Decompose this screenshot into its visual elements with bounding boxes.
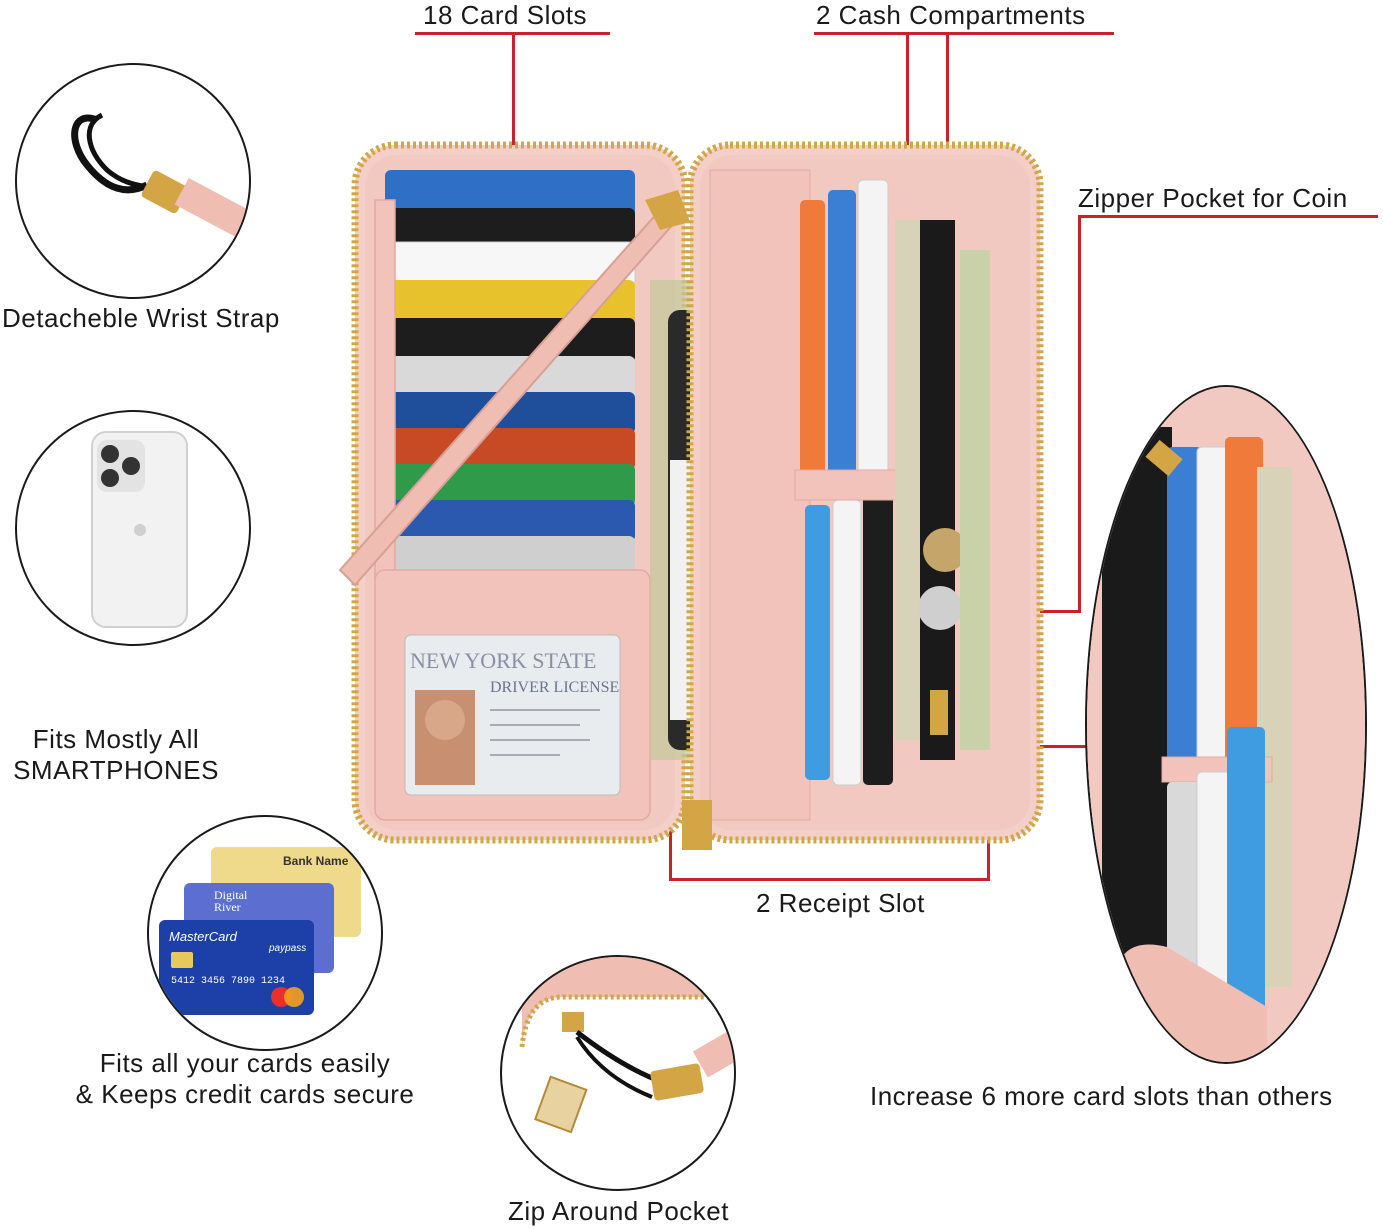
smartphone-illustration — [91, 431, 188, 628]
license-state-text: NEW YORK STATE — [410, 648, 596, 673]
card-stack-right — [800, 179, 893, 786]
card-number-text: 5412 3456 7890 1234 — [171, 976, 285, 987]
license-title-text: DRIVER LICENSE — [490, 679, 619, 696]
cards-circle: Bank Name Digital River MasterCard paypa… — [147, 815, 383, 1051]
cards-line-2: & Keeps credit cards secure — [75, 1079, 415, 1109]
cash-compartments-callout: 2 Cash Compartments — [816, 0, 1086, 30]
credit-cards-illustration: Bank Name Digital River MasterCard paypa… — [159, 847, 361, 1015]
zipper-leader-vertical — [1078, 215, 1081, 613]
cards-label: Fits all your cards easily & Keeps credi… — [40, 1048, 450, 1110]
zip-pocket-circle — [500, 955, 736, 1191]
smartphones-line-1: Fits Mostly All — [32, 724, 200, 754]
wrist-strap-label: Detacheble Wrist Strap — [2, 303, 280, 333]
zipper-pocket-underline — [1078, 215, 1378, 218]
card-slots-zoom-oval — [1085, 385, 1367, 1064]
wrist-strap-illustration — [71, 112, 249, 243]
paypass-text: paypass — [268, 943, 306, 954]
zip-pocket-illustration — [519, 957, 734, 1134]
smartphones-line-2: SMARTPHONES — [13, 755, 219, 785]
cards-line-1: Fits all your cards easily — [99, 1048, 391, 1078]
zip-pocket-label: Zip Around Pocket — [508, 1196, 729, 1226]
receipt-leader-bottom — [669, 878, 990, 881]
extra-slots-label: Increase 6 more card slots than others — [870, 1081, 1333, 1111]
mastercard-text: MasterCard — [169, 929, 238, 944]
bank-name-text: Bank Name — [283, 854, 349, 868]
wrist-strap-circle — [15, 63, 251, 299]
river-text: River — [214, 900, 241, 914]
card-stack-left — [384, 170, 636, 578]
card-slots-callout: 18 Card Slots — [423, 0, 588, 30]
cash-compartments-underline — [814, 32, 1114, 35]
digital-text: Digital — [214, 888, 248, 902]
receipt-slot-callout: 2 Receipt Slot — [756, 888, 925, 918]
card-slots-leader — [512, 32, 515, 254]
open-wallet-illustration: NEW YORK STATE DRIVER LICENSE — [338, 141, 1044, 850]
zipper-pocket-callout: Zipper Pocket for Coin — [1078, 183, 1348, 213]
smartphone-circle — [15, 410, 251, 646]
smartphones-label: Fits Mostly All SMARTPHONES — [0, 724, 232, 786]
card-slots-zoom-illustration — [1087, 387, 1365, 1062]
